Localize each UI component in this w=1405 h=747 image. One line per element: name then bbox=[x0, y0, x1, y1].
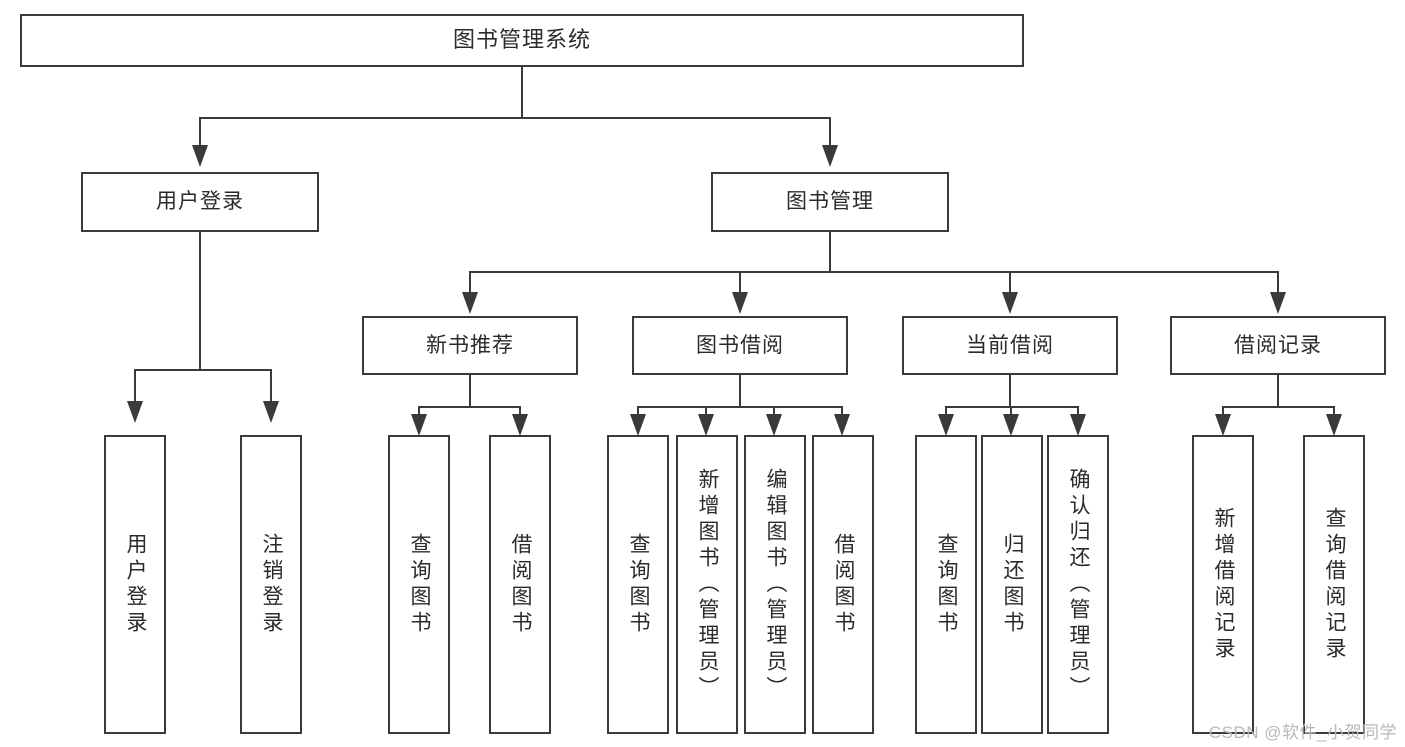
connector-new-book-stem bbox=[469, 375, 471, 407]
leaf-new-book-borrow[interactable]: 借阅图书 bbox=[489, 435, 551, 734]
connector-level3-drop-2 bbox=[739, 271, 741, 295]
leaf-current-borrow-confirm[interactable]: 确认归还（管理员） bbox=[1047, 435, 1109, 734]
node-current-borrow[interactable]: 当前借阅 bbox=[902, 316, 1118, 375]
leaf-label: 查询借阅记录 bbox=[1323, 506, 1347, 663]
leaf-book-borrow-add[interactable]: 新增图书（管理员） bbox=[676, 435, 738, 734]
arrowhead-user-login-2 bbox=[263, 401, 279, 423]
connector-level3-bus bbox=[469, 271, 1277, 273]
leaf-user-login-login[interactable]: 用户登录 bbox=[104, 435, 166, 734]
connector-user-login-drop-2 bbox=[270, 369, 272, 403]
node-user-login[interactable]: 用户登录 bbox=[81, 172, 319, 232]
connector-book-borrow-stem bbox=[739, 375, 741, 407]
arrowhead-book-borrow-1 bbox=[630, 414, 646, 436]
connector-new-book-bus bbox=[418, 406, 521, 408]
connector-user-login-bus bbox=[134, 369, 272, 371]
connector-level3-drop-3 bbox=[1009, 271, 1011, 295]
leaf-book-borrow-borrow[interactable]: 借阅图书 bbox=[812, 435, 874, 734]
leaf-label: 确认归还（管理员） bbox=[1067, 467, 1091, 702]
connector-level2-bus bbox=[199, 117, 831, 119]
arrowhead-current-borrow-1 bbox=[938, 414, 954, 436]
leaf-new-book-query[interactable]: 查询图书 bbox=[388, 435, 450, 734]
node-label: 用户登录 bbox=[156, 190, 244, 214]
node-book-borrow[interactable]: 图书借阅 bbox=[632, 316, 848, 375]
arrowhead-borrow-record-1 bbox=[1215, 414, 1231, 436]
leaf-label: 借阅图书 bbox=[509, 532, 533, 637]
arrowhead-new-book-2 bbox=[512, 414, 528, 436]
watermark-text: CSDN @软件_小贺同学 bbox=[1208, 723, 1397, 742]
arrowhead-book-borrow-3 bbox=[766, 414, 782, 436]
node-borrow-record[interactable]: 借阅记录 bbox=[1170, 316, 1386, 375]
node-book-management[interactable]: 图书管理 bbox=[711, 172, 949, 232]
arrowhead-level2-right bbox=[822, 145, 838, 167]
leaf-label: 编辑图书（管理员） bbox=[764, 467, 788, 702]
leaf-label: 查询图书 bbox=[408, 532, 432, 637]
connector-book-management-stem bbox=[829, 232, 831, 273]
leaf-user-login-logout[interactable]: 注销登录 bbox=[240, 435, 302, 734]
leaf-label: 新增图书（管理员） bbox=[696, 467, 720, 702]
arrowhead-borrow-record-2 bbox=[1326, 414, 1342, 436]
node-label: 新书推荐 bbox=[426, 333, 514, 357]
node-label: 借阅记录 bbox=[1234, 333, 1322, 357]
connector-borrow-record-bus bbox=[1222, 406, 1335, 408]
node-label: 图书管理系统 bbox=[452, 27, 591, 53]
connector-level2-drop-left bbox=[199, 117, 201, 147]
arrowhead-current-borrow-3 bbox=[1070, 414, 1086, 436]
connector-level2-drop-right bbox=[829, 117, 831, 147]
leaf-label: 查询图书 bbox=[627, 532, 651, 637]
connector-level3-drop-4 bbox=[1277, 271, 1279, 295]
connector-current-borrow-bus bbox=[945, 406, 1079, 408]
connector-user-login-drop-1 bbox=[134, 369, 136, 403]
arrowhead-level3-1 bbox=[462, 292, 478, 314]
arrowhead-book-borrow-2 bbox=[698, 414, 714, 436]
arrowhead-level3-4 bbox=[1270, 292, 1286, 314]
leaf-label: 归还图书 bbox=[1001, 532, 1025, 637]
arrowhead-book-borrow-4 bbox=[834, 414, 850, 436]
leaf-current-borrow-query[interactable]: 查询图书 bbox=[915, 435, 977, 734]
leaf-borrow-record-query[interactable]: 查询借阅记录 bbox=[1303, 435, 1365, 734]
arrowhead-user-login-1 bbox=[127, 401, 143, 423]
arrowhead-level2-left bbox=[192, 145, 208, 167]
node-root-book-management-system[interactable]: 图书管理系统 bbox=[20, 14, 1024, 67]
leaf-label: 查询图书 bbox=[935, 532, 959, 637]
node-label: 图书借阅 bbox=[696, 333, 784, 357]
arrowhead-new-book-1 bbox=[411, 414, 427, 436]
arrowhead-current-borrow-2 bbox=[1003, 414, 1019, 436]
connector-current-borrow-stem bbox=[1009, 375, 1011, 407]
arrowhead-level3-2 bbox=[732, 292, 748, 314]
connector-level3-drop-1 bbox=[469, 271, 471, 295]
node-label: 当前借阅 bbox=[966, 333, 1054, 357]
leaf-current-borrow-return[interactable]: 归还图书 bbox=[981, 435, 1043, 734]
connector-root-stem bbox=[521, 67, 523, 118]
leaf-book-borrow-edit[interactable]: 编辑图书（管理员） bbox=[744, 435, 806, 734]
leaf-label: 注销登录 bbox=[260, 532, 284, 637]
leaf-label: 新增借阅记录 bbox=[1212, 506, 1236, 663]
node-label: 图书管理 bbox=[786, 190, 874, 214]
connector-book-borrow-bus bbox=[637, 406, 843, 408]
connector-user-login-stem bbox=[199, 232, 201, 371]
leaf-label: 借阅图书 bbox=[832, 532, 856, 637]
leaf-borrow-record-add[interactable]: 新增借阅记录 bbox=[1192, 435, 1254, 734]
leaf-book-borrow-query[interactable]: 查询图书 bbox=[607, 435, 669, 734]
connector-borrow-record-stem bbox=[1277, 375, 1279, 407]
leaf-label: 用户登录 bbox=[124, 532, 148, 637]
node-new-book-recommend[interactable]: 新书推荐 bbox=[362, 316, 578, 375]
arrowhead-level3-3 bbox=[1002, 292, 1018, 314]
